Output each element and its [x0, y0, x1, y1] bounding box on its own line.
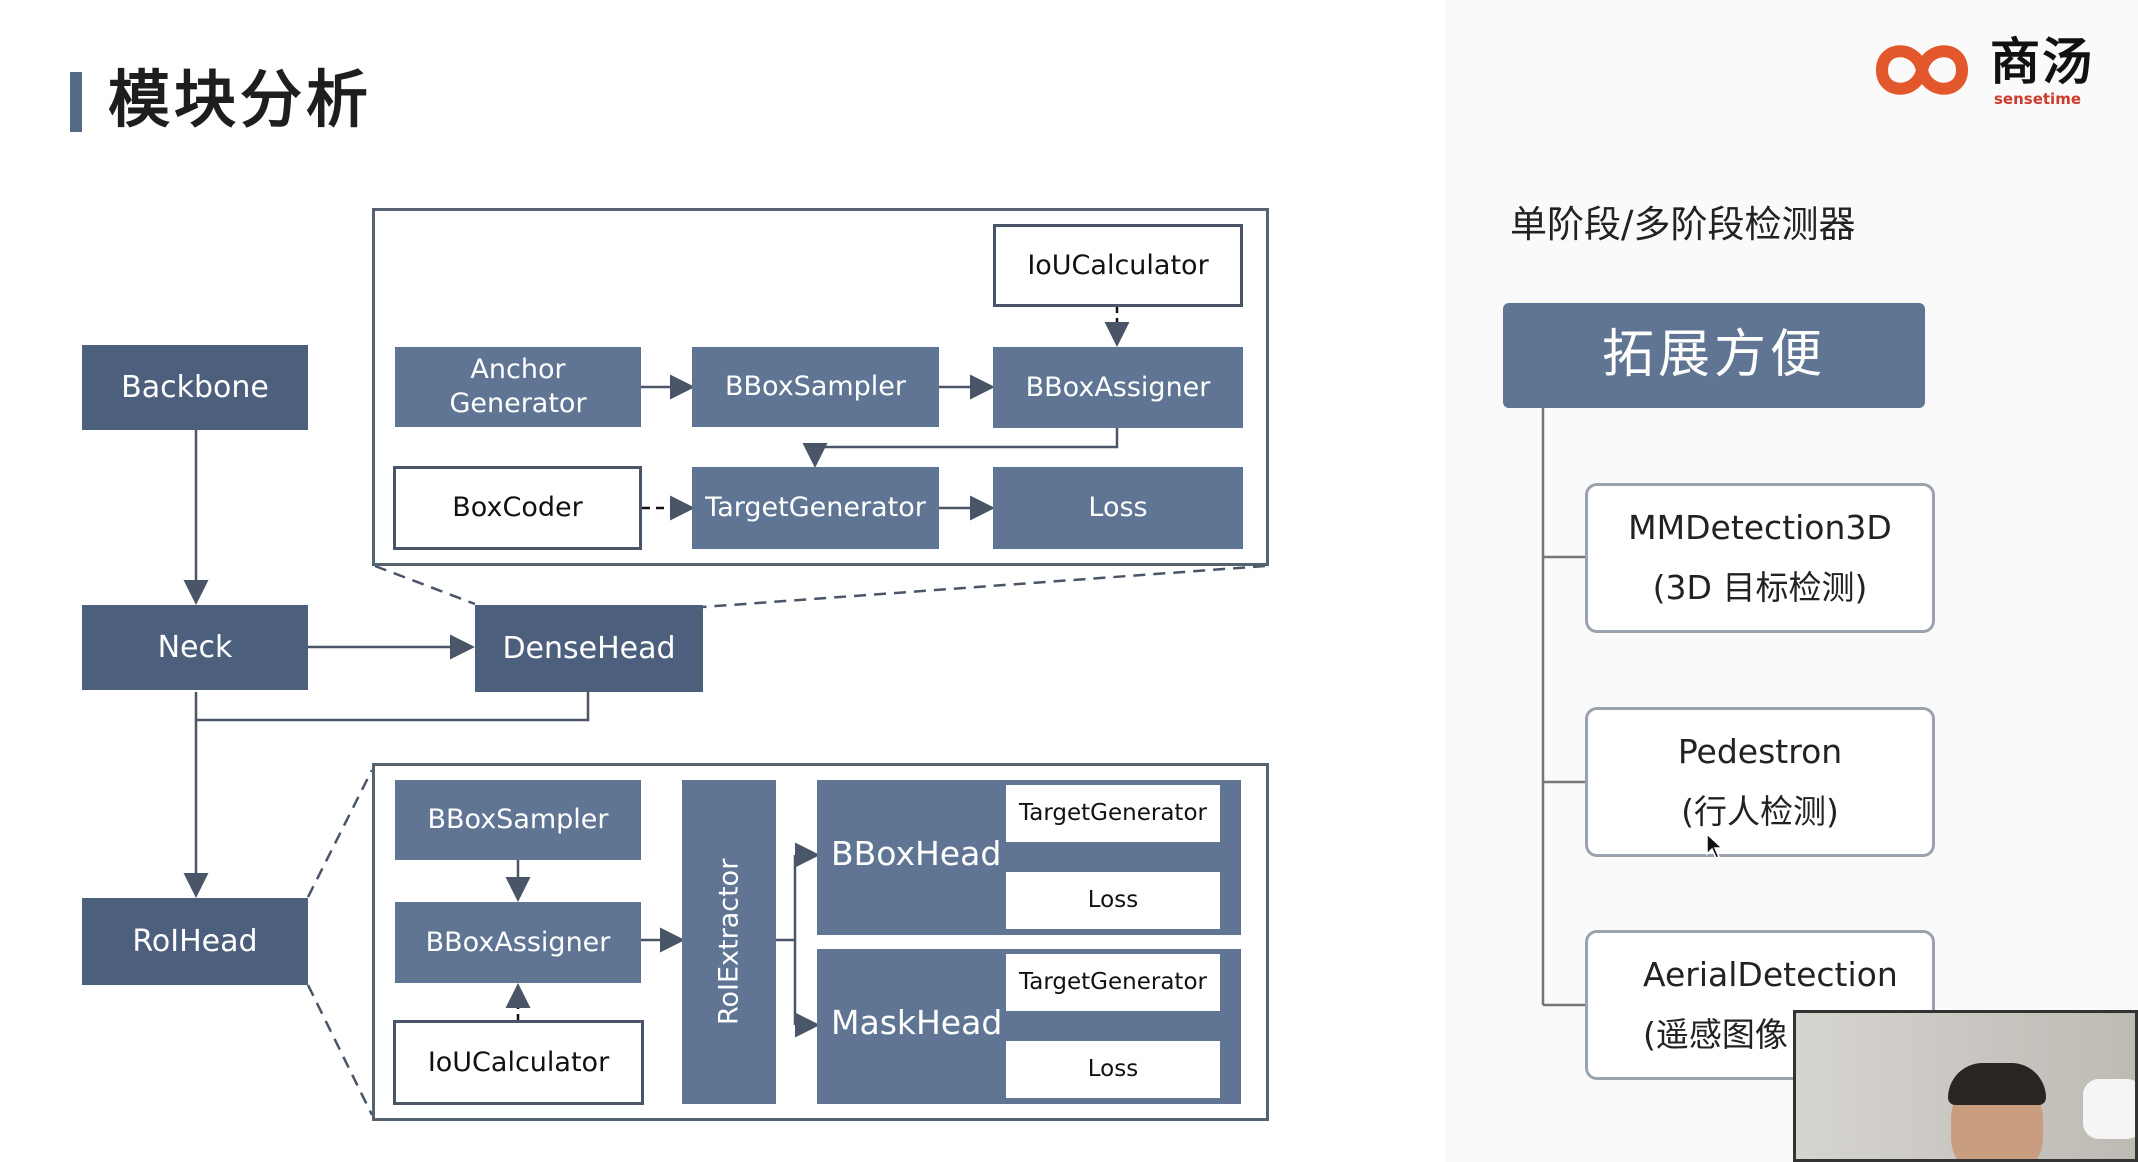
project-card-mmdetection3d: MMDetection3D (3D 目标检测): [1585, 483, 1935, 633]
mask-head-target-generator: TargetGenerator: [1006, 954, 1220, 1011]
bbox-head-target-generator: TargetGenerator: [1006, 785, 1220, 842]
infinity-logo-icon: [1875, 45, 1969, 95]
roi-extractor-label: RoIExtractor: [713, 858, 745, 1026]
dense-anchor-generator: Anchor Generator: [395, 347, 641, 427]
dense-iou-calculator: IoUCalculator: [993, 224, 1243, 307]
mouse-cursor-icon: [1706, 832, 1724, 859]
project-card-pedestron: Pedestron (行人检测): [1585, 707, 1935, 857]
project-name: MMDetection3D: [1628, 508, 1892, 547]
bbox-head-loss: Loss: [1006, 872, 1220, 929]
mask-head-block: MaskHead TargetGenerator Loss: [817, 949, 1241, 1104]
extend-banner: 拓展方便: [1503, 303, 1925, 408]
densehead-detail-frame: [372, 208, 1269, 566]
presenter-hair: [1948, 1063, 2046, 1105]
mask-head-loss: Loss: [1006, 1041, 1220, 1098]
backbone-node: Backbone: [82, 345, 308, 430]
densehead-node: DenseHead: [475, 605, 703, 692]
dense-box-coder: BoxCoder: [393, 466, 642, 550]
detector-subtitle: 单阶段/多阶段检测器: [1510, 203, 1856, 246]
project-desc: (行人检测): [1681, 792, 1839, 831]
dense-bbox-assigner: BBoxAssigner: [993, 347, 1243, 428]
page-title: 模块分析: [108, 63, 373, 136]
project-name: AerialDetection: [1643, 955, 1898, 994]
mask-head-label: MaskHead: [831, 1003, 1003, 1042]
play-icon[interactable]: [2083, 1079, 2135, 1139]
project-name: Pedestron: [1677, 732, 1843, 771]
logo-text: 商汤: [1990, 33, 2094, 91]
dense-bbox-sampler: BBoxSampler: [692, 347, 939, 427]
presenter-webcam-overlay: [1793, 1010, 2138, 1162]
dense-target-generator: TargetGenerator: [692, 467, 939, 549]
roihead-node: RoIHead: [82, 898, 308, 985]
project-desc: (遥感图像: [1643, 1015, 1788, 1054]
bbox-head-label: BBoxHead: [831, 834, 1002, 873]
dense-loss: Loss: [993, 467, 1243, 549]
roi-extractor: RoIExtractor: [682, 780, 776, 1104]
title-accent-bar: [70, 72, 82, 132]
roi-iou-calculator: IoUCalculator: [393, 1020, 644, 1105]
neck-node: Neck: [82, 605, 308, 690]
roi-bbox-assigner: BBoxAssigner: [395, 902, 641, 983]
project-desc: (3D 目标检测): [1652, 568, 1868, 607]
roi-bbox-sampler: BBoxSampler: [395, 780, 641, 860]
logo-subtext: sensetime: [1994, 90, 2081, 108]
bbox-head-block: BBoxHead TargetGenerator Loss: [817, 780, 1241, 935]
sensetime-logo: 商汤 sensetime: [1862, 30, 2102, 110]
roihead-detail-frame: [372, 763, 1269, 1121]
